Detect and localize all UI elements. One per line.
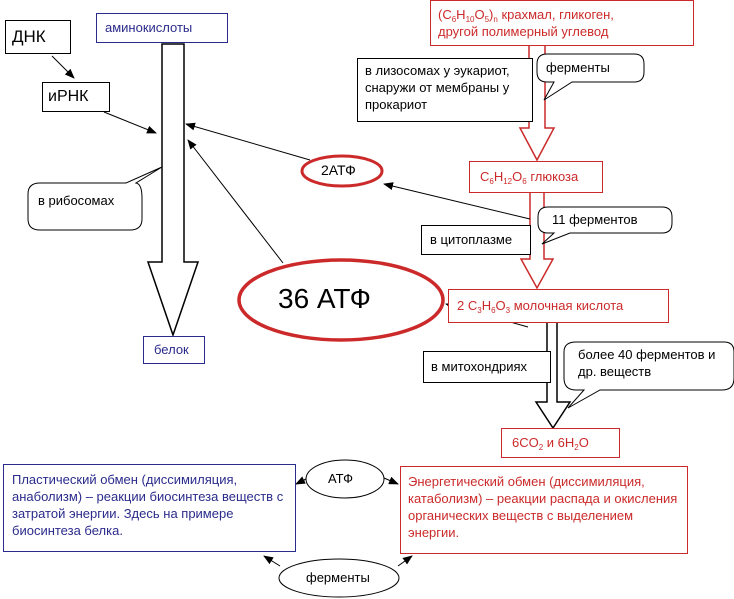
lac-sub3: 3 <box>505 306 511 315</box>
glucose-box: C6H12O6 глюкоза <box>469 161 603 193</box>
irnk-box: иРНК <box>42 82 110 112</box>
polysaccharide-box: (C6H10O5)n крахмал, гликоген, другой пол… <box>430 0 694 46</box>
arrow-atf-right <box>383 476 399 485</box>
poly-post: ) <box>489 7 494 22</box>
enzymes11-label: 11 ферментов <box>552 212 638 227</box>
polysaccharide-line1: (C6H10O5)n крахмал, гликоген, <box>438 6 693 24</box>
enzymes-top-label: ферменты <box>546 60 610 75</box>
arrow-glucose-2atf <box>383 182 531 220</box>
callout-ribosome-shape <box>27 166 163 231</box>
glu-o: O <box>512 169 523 184</box>
poly-rest: крахмал, гликоген, <box>497 7 614 22</box>
arrow-enzymes-left <box>263 555 281 567</box>
protein-box: белок <box>143 336 205 364</box>
poly-sub3: 5 <box>484 15 490 24</box>
arrow-36atf-protein <box>187 139 284 264</box>
lac-pre: 2 C <box>457 298 478 313</box>
energy-exchange-box: Энергетический обмен (диссимиляция, ката… <box>400 466 688 554</box>
callout-enzymes-top-shape <box>536 53 645 101</box>
arrow-enzymes-right <box>397 555 413 567</box>
fin-sub2: 2 <box>574 443 579 452</box>
lac-name: молочная кислота <box>510 298 624 313</box>
glu-h: H <box>493 169 504 184</box>
fin-post: O <box>578 435 589 450</box>
polysaccharide-line2: другой полимерный углевод <box>438 24 609 39</box>
glu-c: C <box>480 169 490 184</box>
co2-box: 6CO2 и 6H2O <box>501 428 620 458</box>
callout-enzymes40-shape <box>563 341 734 409</box>
lysosome-box: в лизосомах у эукариот, снаружи от мембр… <box>357 58 533 122</box>
callout-enzymes11-shape <box>537 206 673 245</box>
glu-sub1: 6 <box>489 177 494 186</box>
fin-pre: 6CO <box>512 435 539 450</box>
ribosome-label: в рибосомах <box>38 193 115 208</box>
arrow-irnk-ribosome <box>103 111 157 134</box>
poly-pre: (C <box>438 7 452 22</box>
ellipse-36atf <box>237 258 445 342</box>
atf36-label: 36 АТФ <box>278 283 371 314</box>
poly-subn: n <box>493 15 498 24</box>
enzymes40-label: более 40 ферментов и др. веществ <box>578 347 716 379</box>
poly-sub2: 10 <box>465 15 475 24</box>
lac-o: O <box>495 298 506 313</box>
arrow-dnk-irnk <box>51 55 75 79</box>
enzymes-bottom-label: ферменты <box>306 570 370 585</box>
lactic-box: 2 C3H6O3 молочная кислота <box>448 289 669 323</box>
amino-box: аминокислоты <box>96 13 228 43</box>
mitochondria-box: в митохондриях <box>423 351 551 383</box>
glu-sub2: 12 <box>503 177 513 186</box>
arrow-to-co2 <box>534 321 572 430</box>
atf2-label: 2АТФ <box>321 162 356 178</box>
lac-h: H <box>481 298 492 313</box>
ellipse-enzymes-bottom <box>278 558 400 598</box>
lac-sub1: 3 <box>477 306 482 315</box>
poly-h: H <box>456 7 466 22</box>
atf-bottom-label: АТФ <box>328 471 354 486</box>
glu-sub3: 6 <box>522 177 527 186</box>
arrow-to-lactic <box>519 191 555 290</box>
big-arrow-protein <box>146 43 200 338</box>
fin-sub1: 2 <box>538 443 544 452</box>
cytoplasm-box: в цитоплазме <box>421 225 531 255</box>
ellipse-2atf <box>300 154 384 188</box>
fin-mid: и 6H <box>543 435 575 450</box>
poly-o: O <box>474 7 485 22</box>
plastic-exchange-box: Пластический обмен (диссимиляция, анабол… <box>3 464 296 552</box>
ellipse-atf-bottom <box>305 459 385 499</box>
arrow-2atf-protein <box>185 122 311 161</box>
lac-sub2: 6 <box>491 306 496 315</box>
poly-sub1: 6 <box>451 15 457 24</box>
glu-name: глюкоза <box>526 169 579 184</box>
dnk-box: ДНК <box>5 20 71 54</box>
